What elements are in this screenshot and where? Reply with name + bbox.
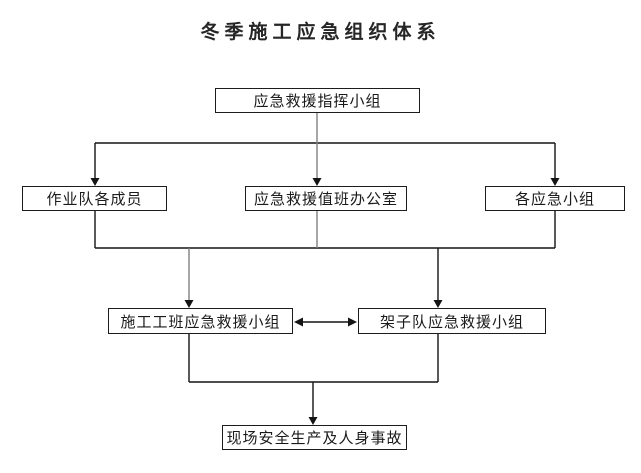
node-work-shift-team: 施工工班应急救援小组 [108, 308, 293, 334]
arrowhead-mutual-right [348, 317, 357, 327]
arrowhead-mutual-left [294, 317, 303, 327]
arrowhead-teams [550, 178, 560, 186]
arrowhead-members [90, 178, 100, 186]
node-command-group: 应急救援指挥小组 [215, 88, 420, 113]
node-scaffold-team: 架子队应急救援小组 [358, 308, 546, 334]
node-emergency-teams: 各应急小组 [485, 186, 625, 211]
arrowhead-scaffold [433, 300, 443, 308]
arrowhead-workshift [184, 300, 194, 308]
node-site-accident: 现场安全生产及人身事故 [222, 425, 407, 450]
node-duty-office: 应急救援值班办公室 [245, 186, 407, 211]
diagram-title: 冬季施工应急组织体系 [200, 22, 441, 43]
arrowhead-duty [312, 178, 322, 186]
arrowhead-accident [308, 417, 318, 425]
node-team-members: 作业队各成员 [22, 186, 167, 211]
